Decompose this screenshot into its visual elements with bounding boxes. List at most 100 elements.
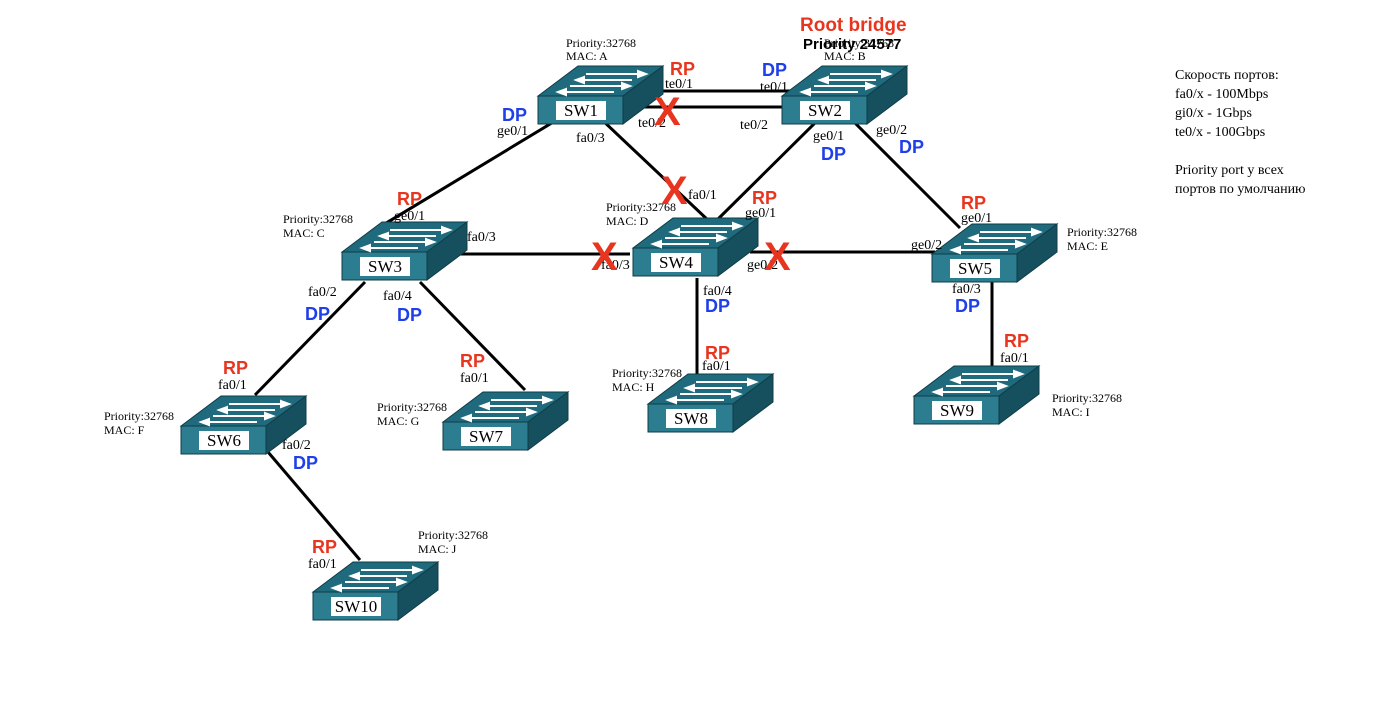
sw8-priority: Priority:32768 [612,366,682,380]
link-sw6-sw10 [266,451,362,561]
switch-sw3[interactable]: SW3 [341,221,468,281]
legend-line-gi: gi0/x - 1Gbps [1175,106,1252,121]
port-sw3-fa02: fa0/2 [308,285,337,300]
link-sw1-sw4 [598,116,712,224]
role-rp-sw10-fa01: RP [312,537,337,557]
port-sw4-ge02: ge0/2 [747,258,778,273]
legend-line-fa: fa0/x - 100Mbps [1175,87,1269,102]
switch-sw1[interactable]: SW1 [537,65,664,125]
port-sw7-fa01: fa0/1 [460,371,489,386]
sw9-mac: MAC: I [1052,405,1090,419]
port-sw8-fa01: fa0/1 [702,359,731,374]
port-sw2-ge01: ge0/1 [813,129,844,144]
role-rp-sw5-ge01: RP [961,193,986,213]
sw2-mac: MAC: B [824,49,866,63]
port-sw4-fa01: fa0/1 [688,188,717,203]
port-sw5-ge02: ge0/2 [911,238,942,253]
port-sw2-te01: te0/1 [760,80,788,95]
switch-label: SW5 [958,259,992,278]
sw1-mac: MAC: A [566,49,608,63]
switch-label: SW4 [659,253,694,272]
port-sw4-ge01: ge0/1 [745,206,776,221]
sw6-priority: Priority:32768 [104,409,174,423]
link-sw1-sw3 [377,116,561,230]
legend-title: Скорость портов: [1175,68,1279,83]
legend-note-1: Priority port у всех [1175,163,1284,178]
port-sw4-fa04: fa0/4 [703,284,732,299]
switch-label: SW6 [207,431,241,450]
sw3-mac: MAC: C [283,226,325,240]
port-speed-legend: Скорость портов: fa0/x - 100Mbps gi0/x -… [1175,66,1306,199]
blocked-sw4-fa01: X [661,169,688,213]
switch-label: SW2 [808,101,842,120]
port-sw2-ge02: ge0/2 [876,123,907,138]
sw7-priority: Priority:32768 [377,400,447,414]
switch-sw4[interactable]: SW4 [632,217,759,277]
sw5-priority: Priority:32768 [1067,225,1137,239]
switch-sw6[interactable]: SW6 [180,395,307,455]
blocked-sw1-te02: X [654,90,681,134]
role-rp-sw6-fa01: RP [223,358,248,378]
switch-label: SW7 [469,427,504,446]
sw6-mac: MAC: F [104,423,145,437]
port-sw1-fa03: fa0/3 [576,131,605,146]
role-dp-sw2-te01: DP [762,60,787,80]
switch-label: SW8 [674,409,708,428]
port-sw1-te01: te0/1 [665,77,693,92]
role-rp-sw4-ge01: RP [752,188,777,208]
port-sw1-ge01: ge0/1 [497,124,528,139]
sw1-priority: Priority:32768 [566,36,636,50]
sw2-priority: Priority:32768 [824,36,894,50]
switch-label: SW1 [564,101,598,120]
role-rp-sw7-fa01: RP [460,351,485,371]
switch-sw7[interactable]: SW7 [442,391,569,451]
port-sw3-fa03: fa0/3 [467,230,496,245]
port-sw10-fa01: fa0/1 [308,557,337,572]
port-sw5-fa03: fa0/3 [952,282,981,297]
switch-sw2[interactable]: SW2 [781,65,908,125]
root-bridge-priority: Priority 24577 [803,36,901,53]
role-rp-sw3-ge01: RP [397,189,422,209]
role-dp-sw5-fa03: DP [955,296,980,316]
role-rp-sw1-te01: RP [670,59,695,79]
sw10-priority: Priority:32768 [418,528,488,542]
sw10-mac: MAC: J [418,542,457,556]
sw7-mac: MAC: G [377,414,420,428]
port-sw6-fa02: fa0/2 [282,438,311,453]
port-sw3-fa04: fa0/4 [383,289,412,304]
role-dp-sw1-ge01: DP [502,105,527,125]
switch-label: SW10 [335,597,378,616]
switch-label: SW9 [940,401,974,420]
role-dp-sw3-fa04: DP [397,305,422,325]
sw4-mac: MAC: D [606,214,649,228]
links [253,89,994,561]
port-sw9-fa01: fa0/1 [1000,351,1029,366]
sw3-priority: Priority:32768 [283,212,353,226]
port-sw6-fa01: fa0/1 [218,378,247,393]
sw8-mac: MAC: H [612,380,655,394]
sw9-priority: Priority:32768 [1052,391,1122,405]
switch-sw9[interactable]: SW9 [913,365,1040,425]
role-rp-sw8-fa01: RP [705,343,730,363]
legend-line-te: te0/x - 100Gbps [1175,125,1266,140]
blocked-sw4-ge02: X [764,235,791,279]
link-sw3-sw7 [418,280,527,392]
role-dp-sw6-fa02: DP [293,453,318,473]
root-bridge-title: Root bridge [800,15,907,36]
link-sw2-sw4 [713,116,822,224]
role-dp-sw2-ge01: DP [821,144,846,164]
legend-spacer [1175,142,1306,161]
switch-sw10[interactable]: SW10 [312,561,439,621]
sw5-mac: MAC: E [1067,239,1108,253]
blocked-sw4-fa03: X [591,235,618,279]
port-sw1-te02: te0/2 [638,116,666,131]
link-sw2-sw5 [848,116,962,230]
role-dp-sw3-fa02: DP [305,304,330,324]
legend-note-2: портов по умолчанию [1175,182,1306,197]
switch-sw5[interactable]: SW5 [931,223,1058,283]
role-rp-sw9-fa01: RP [1004,331,1029,351]
switch-label: SW3 [368,257,402,276]
role-dp-sw4-fa04: DP [705,296,730,316]
switch-sw8[interactable]: SW8 [647,373,774,433]
